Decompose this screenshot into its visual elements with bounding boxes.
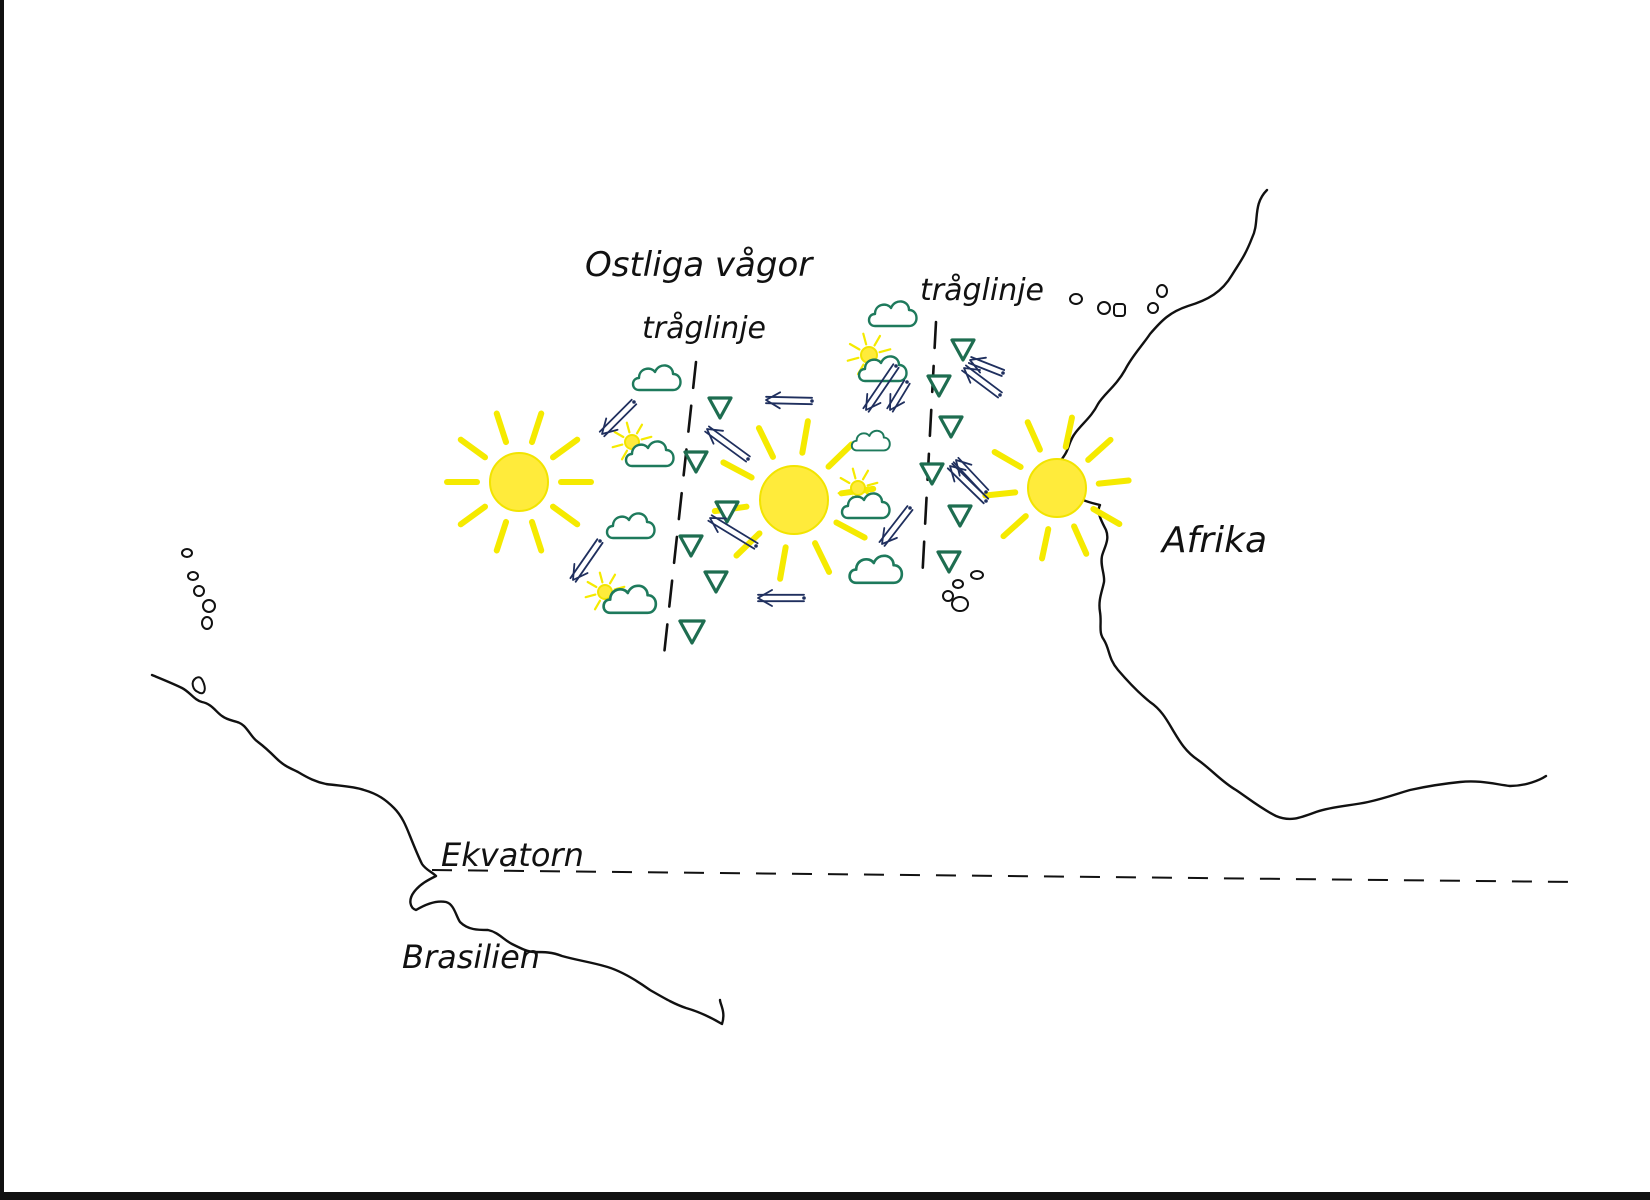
wind-arrow-icon-4 [704,425,751,463]
shower-icon-2 [683,450,709,474]
sun-icon-center [711,418,877,582]
trough-label-west: tråglinje [642,311,766,346]
cloud-icon-7 [850,429,891,452]
continent-label-africa: Afrika [1160,520,1267,561]
wind-arrow-icon-5 [707,514,759,550]
shower-icon-6 [678,619,706,645]
small-islands-east [942,570,984,612]
wind-arrow-icon-10 [961,364,1003,399]
small-sun-icon-3 [837,467,879,509]
trough-line-east [920,320,938,584]
shower-icon-10 [919,462,945,486]
small-sun-icon-1 [611,421,653,463]
scan-edge-bottom [0,1192,1650,1200]
cloud-icon-5 [867,300,918,328]
shower-icon-11 [947,504,973,528]
trough-line-west [662,360,698,657]
cloud-icon-9 [848,554,904,585]
africa-coastline [1057,188,1548,821]
caribbean-islands [181,548,216,695]
shower-icon-4 [678,534,704,558]
wind-arrow-icon-8 [886,379,911,413]
south-america-coastline [150,673,725,1026]
shower-icon-8 [926,374,952,398]
shower-icon-1 [707,396,733,420]
wind-arrow-icon-6 [757,589,806,607]
cloud-icon-3 [605,512,656,540]
shower-icon-9 [938,415,964,439]
wind-arrow-icon-9 [878,505,914,547]
sun-layer [444,332,1132,613]
continent-label-brazil: Brasilien [402,938,540,976]
shower-icon-7 [950,338,976,362]
cloud-icon-1 [631,364,682,392]
cloud-icon-2 [624,440,675,468]
wind-arrow-icon-2 [569,538,604,583]
trough-label-east: tråglinje [920,273,1044,308]
sun-icon-east [982,414,1132,562]
wind-layer [569,356,1006,607]
cloud-icon-4 [602,584,658,615]
scan-edge-left [0,0,4,1200]
wind-arrow-icon-3 [765,391,814,410]
wind-arrow-icon-1 [598,398,638,438]
african-islands [1069,284,1168,317]
wind-arrow-icon-11 [967,356,1006,377]
shower-icon-5 [703,570,729,594]
equator-line [431,869,1576,883]
shower-icon-12 [936,550,962,574]
shower-layer [678,338,976,645]
wind-arrow-icon-13 [952,456,990,496]
cloud-layer [602,300,918,615]
sun-icon-west [444,410,594,554]
shower-icon-3 [714,500,740,524]
wind-arrow-icon-7 [862,363,900,413]
cloud-icon-8 [840,492,891,520]
map-title: Ostliga vågor [585,245,814,285]
equator-label: Ekvatorn [441,836,584,874]
